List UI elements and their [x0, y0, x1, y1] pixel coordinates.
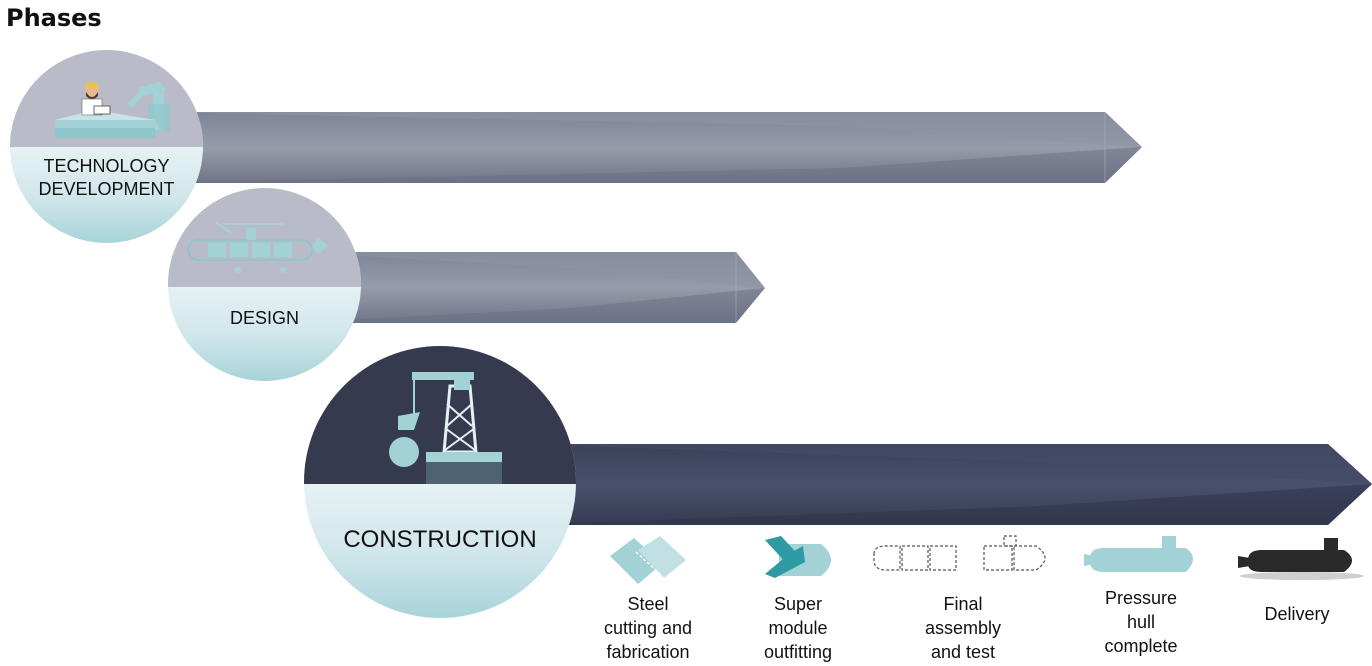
- submarine-hull-icon: [1084, 536, 1193, 572]
- phase-label-design: DESIGN: [229, 308, 299, 328]
- engineer-at-workbench-icon: [55, 82, 170, 138]
- crane-lifting-module-icon: [389, 372, 502, 484]
- milestone-label-steel-cutting: Steel cutting and fabrication: [603, 594, 693, 662]
- hull-module-icon: [765, 536, 831, 578]
- phase-construction: CONSTRUCTION: [304, 346, 576, 618]
- milestone-final-assembly: Final assembly and test: [868, 526, 1058, 666]
- milestone-pressure-hull: Pressure hull complete: [1072, 526, 1210, 666]
- phase-label-construction: CONSTRUCTION: [343, 526, 537, 553]
- page-title: Phases: [6, 4, 102, 32]
- milestone-delivery: Delivery: [1230, 526, 1364, 666]
- submarine-blueprint-icon: [187, 222, 328, 273]
- phase-label-technology-development: TECHNOLOGY DEVELOPMENT: [38, 156, 175, 199]
- milestone-label-super-module: Super module outfitting: [763, 594, 833, 662]
- technology-development-timeline-arrow: [140, 112, 1142, 183]
- milestone-label-delivery: Delivery: [1264, 604, 1330, 624]
- completed-submarine-icon: [1238, 538, 1364, 580]
- phase-technology-development: TECHNOLOGY DEVELOPMENT: [10, 50, 203, 243]
- design-timeline-arrow: [290, 252, 765, 323]
- milestone-label-final-assembly: Final assembly and test: [924, 594, 1002, 662]
- steel-plates-icon: [610, 536, 686, 584]
- milestone-steel-cutting: Steel cutting and fabrication: [578, 526, 718, 666]
- dashed-submarine-sections-icon: [873, 535, 1046, 571]
- milestone-label-pressure-hull: Pressure hull complete: [1104, 588, 1178, 656]
- milestone-super-module: Super module outfitting: [733, 526, 863, 666]
- construction-timeline-arrow: [520, 444, 1372, 525]
